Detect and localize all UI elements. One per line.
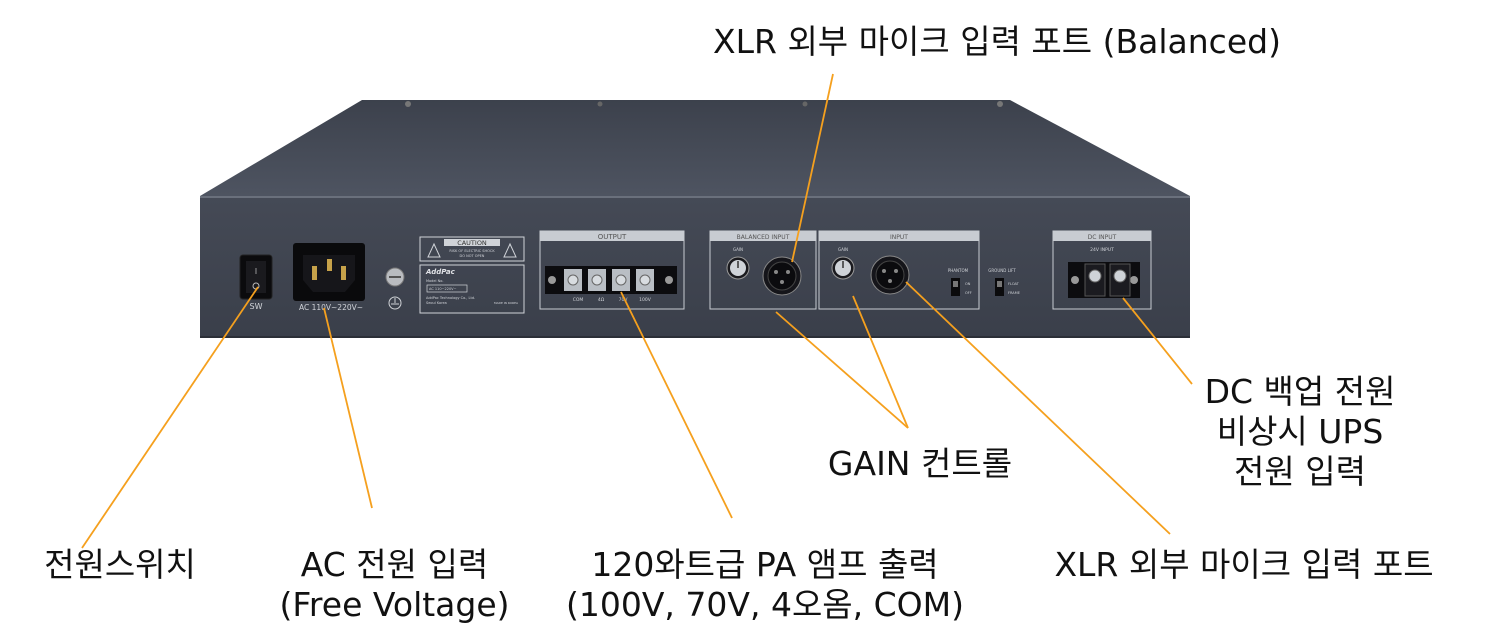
- phantom-off-label: OFF: [965, 291, 972, 295]
- chassis-top: [200, 100, 1190, 196]
- input-title: INPUT: [890, 234, 908, 241]
- leader-gain-balanced: [775, 311, 909, 429]
- speaker-terminal-block[interactable]: [545, 266, 677, 294]
- output-com-label: COM: [573, 297, 584, 303]
- ground-frame-label: FRAME: [1008, 291, 1020, 295]
- ac-label: AC 110V~220V~: [299, 303, 363, 312]
- balanced-gain-label: GAIN: [733, 247, 743, 252]
- leader-dc-backup: [1122, 297, 1193, 385]
- balanced-input-title: BALANCED INPUT: [737, 234, 790, 241]
- maker-text: AddPac Technology Co., Ltd.: [426, 296, 475, 300]
- model-label: Model No.: [426, 279, 443, 283]
- caution-title: CAUTION: [457, 239, 487, 247]
- leader-xlr-port: [905, 281, 1171, 535]
- leader-amp-output: [620, 291, 733, 519]
- ac-inlet[interactable]: [293, 243, 365, 301]
- rating-box-text: AC 110~220V~: [429, 287, 457, 291]
- leader-lines: [81, 73, 1193, 549]
- output-4ohm-label: 4Ω: [598, 297, 605, 303]
- caution-line-2: DO NOT OPEN: [460, 254, 485, 258]
- phantom-label: PHANTOM: [948, 268, 969, 273]
- callout-gain: GAIN 컨트롤: [827, 444, 1013, 483]
- switch-label: SW: [250, 302, 263, 311]
- callout-xlr-port: XLR 외부 마이크 입력 포트: [1054, 545, 1434, 584]
- callout-xlr-balanced: XLR 외부 마이크 입력 포트 (Balanced): [713, 22, 1281, 61]
- output-title: OUTPUT: [598, 233, 627, 241]
- brand-logo: AddPac: [425, 268, 456, 276]
- made-in-text: MADE IN KOREA: [494, 301, 519, 305]
- callout-amp-output: 120와트급 PA 앰프 출력 (100V, 70V, 4오옴, COM): [565, 545, 965, 624]
- output-70v-label: 70V: [619, 297, 629, 303]
- output-100v-label: 100V: [639, 297, 652, 303]
- caution-line-1: RISK OF ELECTRIC SHOCK: [449, 249, 495, 253]
- input-xlr-jack[interactable]: [870, 255, 910, 295]
- city-text: Seoul Korea: [426, 301, 447, 305]
- dc-input-title: DC INPUT: [1088, 234, 1117, 241]
- callout-dc-backup: DC 백업 전원 비상시 UPS 전원 입력: [1204, 372, 1396, 491]
- callout-ac-power: AC 전원 입력 (Free Voltage): [279, 545, 510, 624]
- power-switch[interactable]: I: [239, 254, 273, 300]
- dc-input-sub: 24V INPUT: [1090, 247, 1114, 253]
- leader-power-switch: [81, 286, 259, 549]
- ground-terminal: [385, 267, 405, 310]
- balanced-gain-knob[interactable]: [726, 256, 750, 280]
- phantom-switch[interactable]: [951, 278, 960, 296]
- leader-ac-power: [323, 307, 373, 509]
- ground-lift-label: GROUND LIFT: [988, 268, 1016, 273]
- leader-xlr-balanced: [791, 73, 834, 263]
- svg-text:I: I: [255, 267, 257, 276]
- callout-power-switch: 전원스위치: [44, 545, 196, 584]
- ground-lift-switch[interactable]: [995, 278, 1004, 296]
- rating-plate: [419, 264, 525, 314]
- caution-label: [419, 236, 525, 262]
- input-gain-label: GAIN: [838, 247, 848, 252]
- phantom-on-label: ON: [965, 282, 971, 286]
- dc-terminal-block[interactable]: [1068, 262, 1140, 298]
- balanced-xlr-jack[interactable]: [762, 256, 802, 296]
- input-gain-knob[interactable]: [831, 256, 855, 280]
- ground-float-label: FLOAT: [1008, 282, 1020, 286]
- leader-gain-input: [852, 295, 909, 429]
